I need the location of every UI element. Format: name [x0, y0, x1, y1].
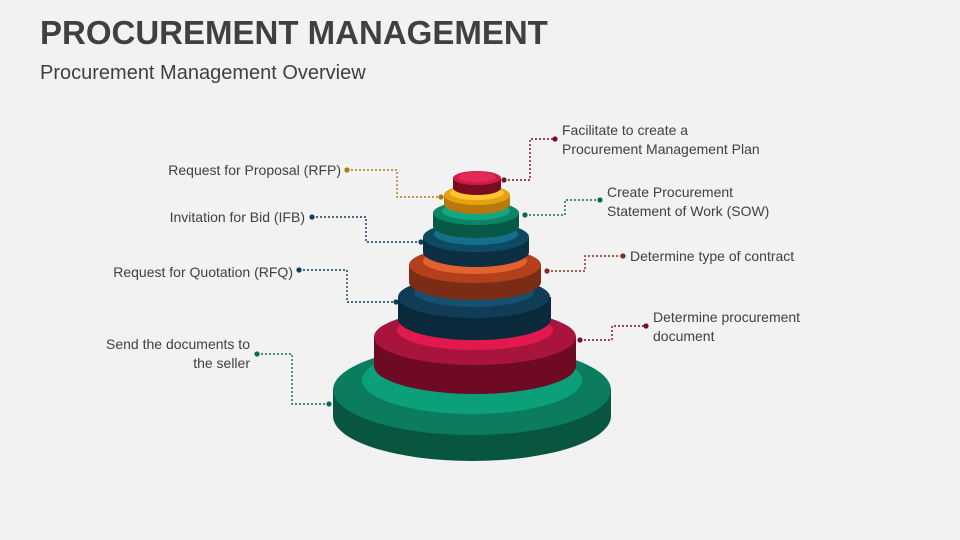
dot-facilitate-end: [552, 136, 558, 142]
tier-red-top: [453, 171, 501, 195]
dot-send: [254, 351, 260, 357]
label-facilitate-line2: Procurement Management Plan: [562, 141, 760, 157]
connector-contract: [547, 255, 623, 272]
dot-rfq-end: [393, 299, 399, 305]
label-document: Determine procurement document: [653, 308, 800, 346]
dot-rfp: [344, 167, 350, 173]
connector-ifb: [312, 216, 421, 243]
dot-rfq: [296, 267, 302, 273]
dot-document-end: [643, 323, 649, 329]
label-ifb-line1: Invitation for Bid (IFB): [169, 209, 305, 225]
label-ifb: Invitation for Bid (IFB): [170, 208, 305, 227]
label-sow-line1: Create Procurement: [607, 184, 734, 200]
label-send-line1: Send the documents to: [106, 336, 250, 352]
label-rfp: Request for Proposal (RFP): [168, 161, 341, 180]
label-facilitate-line1: Facilitate to create a: [562, 122, 689, 138]
dot-ifb-end: [418, 239, 424, 245]
page-subtitle: Procurement Management Overview: [40, 62, 366, 84]
dot-rfp-end: [438, 194, 444, 200]
connector-rfq: [299, 269, 396, 303]
connector-sow: [525, 199, 600, 216]
connector-facilitate: [504, 138, 555, 181]
connector-document: [580, 325, 646, 341]
label-sow-line2: Statement of Work (SOW): [607, 203, 770, 219]
dot-contract: [544, 268, 550, 274]
label-rfq-line1: Request for Quotation (RFQ): [113, 264, 293, 280]
label-rfq: Request for Quotation (RFQ): [113, 263, 293, 282]
connector-rfp: [347, 169, 441, 198]
dot-facilitate: [501, 177, 507, 183]
label-contract: Determine type of contract: [630, 247, 794, 266]
dot-ifb: [309, 214, 315, 220]
label-contract-line1: Determine type of contract: [630, 248, 795, 264]
label-rfp-line1: Request for Proposal (RFP): [168, 162, 341, 178]
label-sow: Create Procurement Statement of Work (SO…: [607, 183, 769, 221]
label-document-line2: document: [653, 328, 715, 344]
page-title: PROCUREMENT MANAGEMENT: [40, 14, 548, 51]
dot-document: [577, 337, 583, 343]
dot-send-end: [326, 401, 332, 407]
dot-sow: [522, 212, 528, 218]
dot-sow-end: [597, 197, 603, 203]
label-facilitate: Facilitate to create a Procurement Manag…: [562, 121, 760, 159]
label-send-line2: the seller: [193, 355, 250, 371]
label-send: Send the documents to the seller: [106, 335, 250, 373]
label-document-line1: Determine procurement: [653, 309, 801, 325]
dot-contract-end: [620, 253, 626, 259]
connector-send: [257, 353, 329, 405]
